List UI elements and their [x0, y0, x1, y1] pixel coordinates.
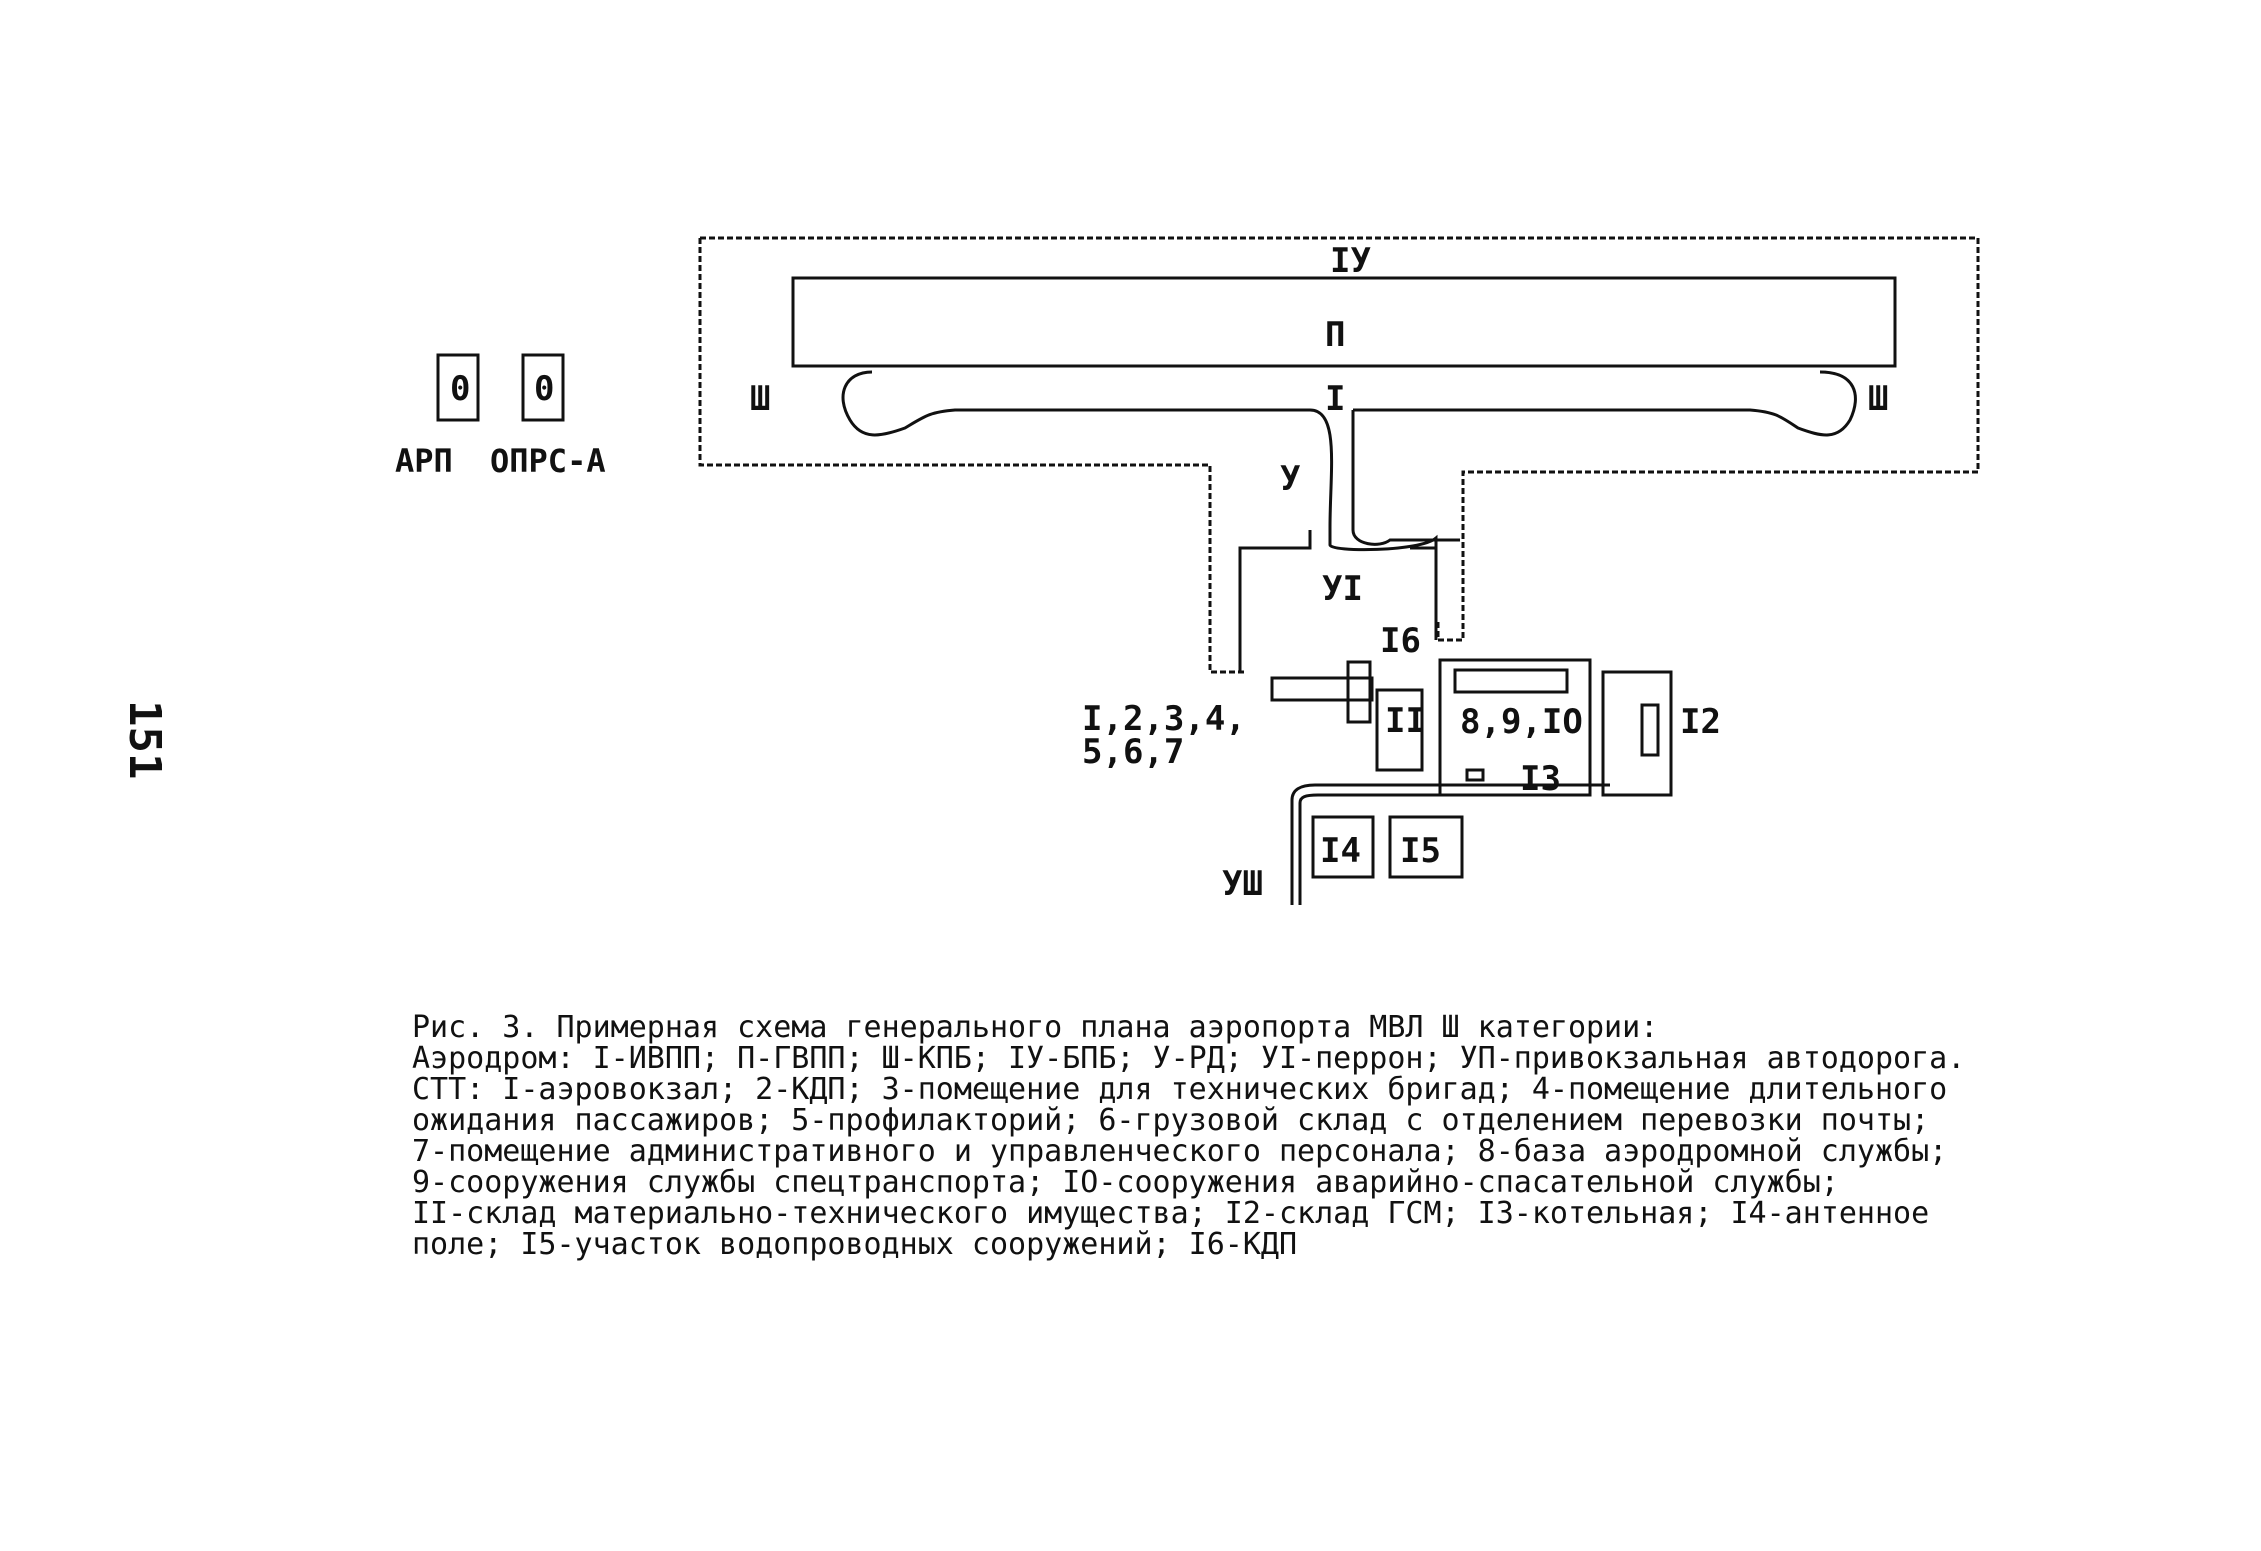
label-boiler: I3	[1520, 759, 1561, 799]
caption-line: II-склад материально-технического имущес…	[412, 1196, 1930, 1231]
caption-line: СТТ: I-аэровокзал; 2-КДП; 3-помещение дл…	[412, 1072, 1948, 1107]
label-kdp: I6	[1380, 621, 1421, 661]
label-runway-strip: IУ	[1330, 241, 1371, 281]
boiler-icon	[1465, 768, 1485, 782]
label-terminal-group-2: 5,6,7	[1082, 732, 1184, 772]
label-arp-inner: 0	[450, 369, 470, 409]
terminal-tower	[1346, 660, 1372, 724]
label-water: I5	[1400, 831, 1441, 871]
caption-line: 9-сооружения службы спецтранспорта; IO-с…	[412, 1165, 1839, 1200]
oprs-marker	[521, 353, 565, 422]
caption-line: ожидания пассажиров; 5-профилакторий; 6-…	[412, 1103, 1930, 1138]
label-oprs-inner: 0	[534, 369, 554, 409]
access-road	[1290, 783, 1610, 905]
label-taxiway: У	[1280, 459, 1300, 499]
figure-caption: Рис. 3. Примерная схема генерального пла…	[412, 1012, 2242, 1260]
fuel-store-box	[1601, 670, 1673, 797]
label-service-group: 8,9,IO	[1460, 702, 1583, 742]
label-road: УШ	[1222, 864, 1263, 904]
label-blast-pad-right: Ш	[1868, 379, 1888, 419]
label-fuel-store: I2	[1680, 702, 1721, 742]
water-plot	[1388, 815, 1464, 879]
warehouse-box	[1375, 688, 1424, 772]
caption-line: Аэродром: I-ИВПП; П-ГВПП; Ш-КПБ; IУ-БПБ;…	[412, 1041, 1966, 1076]
caption-line: поле; I5-участок водопроводных сооружени…	[412, 1227, 1298, 1262]
label-antenna: I4	[1320, 831, 1361, 871]
fuel-tanks-icon	[1640, 703, 1660, 757]
airfield-boundary	[698, 236, 1980, 674]
caption-line: 7-помещение административного и управлен…	[412, 1134, 1948, 1169]
parallel-taxiway	[841, 370, 1857, 640]
caption-line: Рис. 3. Примерная схема генерального пла…	[412, 1010, 1659, 1045]
label-apron: УI	[1322, 569, 1363, 609]
label-main-runway: П	[1325, 315, 1345, 355]
antenna-field	[1311, 815, 1375, 879]
label-oprs: ОПРС-А	[490, 442, 606, 480]
label-warehouse: II	[1385, 701, 1426, 741]
label-blast-pad-left: Ш	[750, 379, 770, 419]
label-arp: АРП	[395, 442, 453, 480]
arp-marker	[436, 353, 480, 422]
main-runway	[791, 276, 1897, 368]
apron	[1238, 530, 1436, 672]
service-building	[1453, 668, 1569, 694]
terminal-building	[1270, 676, 1374, 702]
label-terminal-group: I,2,3,4,	[1082, 699, 1246, 739]
label-runway-i: I	[1325, 379, 1345, 419]
